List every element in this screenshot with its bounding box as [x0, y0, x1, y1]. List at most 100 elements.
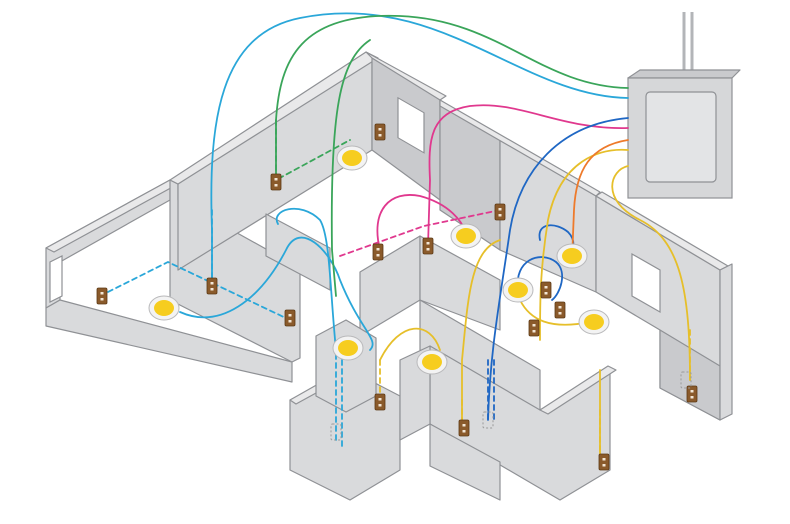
- light-bulb: [584, 314, 604, 330]
- ceiling-light-icon: [148, 295, 180, 321]
- wire-yellow-6: [519, 299, 591, 326]
- wall-outlets: [96, 123, 698, 471]
- wire-blue-main: [487, 117, 629, 421]
- outlet-socket: [426, 242, 430, 245]
- wall-outlet-icon: [598, 453, 610, 471]
- outlet-socket: [210, 282, 214, 285]
- outlet-socket: [532, 330, 536, 333]
- outlet-socket: [378, 404, 382, 407]
- ceiling-light-icon: [450, 223, 482, 249]
- wire-green-dash: [275, 119, 351, 182]
- outlet-plate: [284, 309, 296, 327]
- outlet-plate: [374, 393, 386, 411]
- wall-outlet-icon: [528, 319, 540, 337]
- outlet-socket: [288, 314, 292, 317]
- wire-green-down: [330, 39, 371, 297]
- wall-inner-room: [359, 235, 421, 337]
- wall-outlet-icon: [372, 243, 384, 261]
- wall-outlet-icon: [374, 393, 386, 411]
- wall-outlet-icon: [458, 419, 470, 437]
- wire-magenta-loop: [376, 194, 467, 251]
- wire-magenta-dash: [339, 209, 501, 257]
- light-bulb: [456, 228, 476, 244]
- wall-front-pillar: [315, 319, 377, 413]
- wire-blue-dash: [487, 359, 495, 421]
- wire-yellow-3: [461, 239, 501, 421]
- ceiling-light-icon: [416, 349, 448, 375]
- light-bulb: [338, 340, 358, 356]
- outlet-plate: [206, 277, 218, 295]
- wall-front-center: [429, 423, 501, 501]
- ceiling-lights: [148, 145, 610, 375]
- wall-outlet-icon: [540, 281, 552, 299]
- window-left-notch: [49, 255, 63, 303]
- outlet-socket: [376, 254, 380, 257]
- outlet-socket: [462, 424, 466, 427]
- wire-cyan-light-left: [179, 236, 374, 351]
- wire-blue-loop-1: [516, 256, 564, 301]
- panel-door: [645, 91, 717, 183]
- ceiling-light-icon: [556, 243, 588, 269]
- wall-right-end: [719, 263, 733, 421]
- wall-middle-partition: [265, 213, 331, 291]
- outlet-socket: [378, 128, 382, 131]
- wire-yellow-1: [539, 148, 629, 341]
- panel-top: [627, 69, 741, 79]
- outlet-socket: [376, 248, 380, 251]
- light-bulb: [562, 248, 582, 264]
- outlet-socket: [462, 430, 466, 433]
- outlet-socket: [100, 298, 104, 301]
- outlet-plate: [540, 281, 552, 299]
- wall-outlet-icon: [686, 385, 698, 403]
- wire-magenta-main: [427, 104, 629, 247]
- wire-green-main: [275, 14, 629, 181]
- outlet-socket: [100, 292, 104, 295]
- outlet-socket: [498, 214, 502, 217]
- outlet-plate: [422, 237, 434, 255]
- outlet-socket: [690, 390, 694, 393]
- outlet-socket: [210, 288, 214, 291]
- wire-cyan-left-room: [99, 260, 291, 321]
- outlet-socket: [544, 292, 548, 295]
- wall-inner-room-back: [419, 235, 501, 331]
- wall-outlet-icon: [206, 277, 218, 295]
- wall-left-wing-top: [45, 179, 179, 253]
- outlet-plate: [686, 385, 698, 403]
- wall-outlet-icon: [422, 237, 434, 255]
- wire-yellow-4: [379, 327, 441, 361]
- ceiling-light-icon: [332, 335, 364, 361]
- wire-cyan-main: [210, 12, 629, 281]
- ceiling-light-icon: [502, 277, 534, 303]
- wire-yellow-2: [611, 165, 691, 381]
- outlet-socket: [558, 306, 562, 309]
- light-bulb: [342, 150, 362, 166]
- outlet-socket: [690, 396, 694, 399]
- light-bulb: [154, 300, 174, 316]
- window-back-room: [397, 96, 425, 154]
- outlet-plate: [270, 173, 282, 191]
- wall-outlet-icon: [284, 309, 296, 327]
- outlet-plate: [528, 319, 540, 337]
- light-bulb: [422, 354, 442, 370]
- outlet-socket: [378, 134, 382, 137]
- light-bulb: [508, 282, 528, 298]
- outlet-socket: [602, 464, 606, 467]
- outlet-socket: [544, 286, 548, 289]
- outlet-socket: [558, 312, 562, 315]
- wall-outlet-icon: [494, 203, 506, 221]
- wire-cyan-loop: [275, 207, 337, 351]
- wall-outlet-icon: [270, 173, 282, 191]
- outlet-socket: [602, 458, 606, 461]
- outlet-socket: [274, 178, 278, 181]
- outlet-plate: [372, 243, 384, 261]
- outlet-plate: [96, 287, 108, 305]
- outlet-socket: [288, 320, 292, 323]
- window-right-wing: [631, 252, 661, 314]
- outlet-socket: [274, 184, 278, 187]
- wall-outlet-icon: [374, 123, 386, 141]
- ceiling-light-icon: [578, 309, 610, 335]
- wire-cyan-drop-front: [335, 353, 343, 447]
- wall-front-bottom-top: [539, 365, 617, 415]
